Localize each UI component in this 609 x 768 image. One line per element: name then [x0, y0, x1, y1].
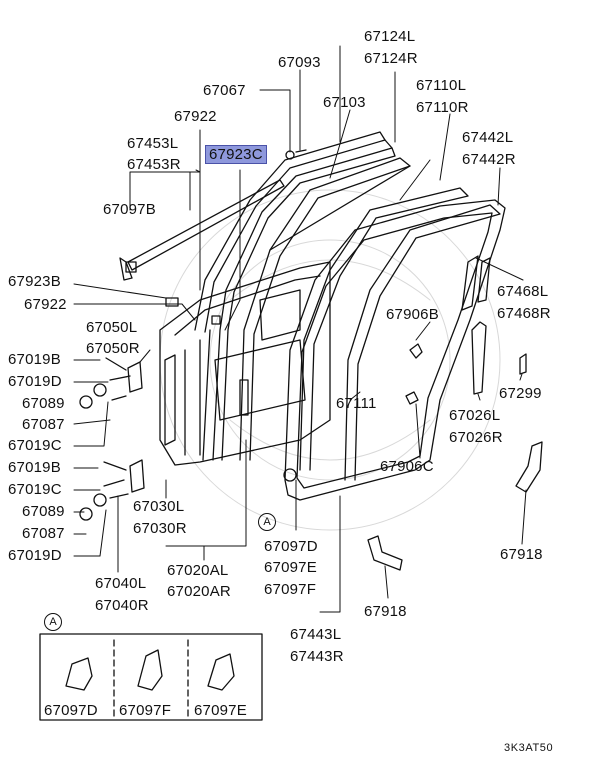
door-inner-panel — [159, 261, 331, 466]
part-number-67097f[interactable]: 67097F — [264, 581, 317, 598]
part-number-67453r[interactable]: 67453R — [127, 156, 181, 173]
part-number-67110l[interactable]: 67110L — [416, 77, 467, 94]
diagram-code: 3K3AT50 — [504, 742, 554, 754]
window-sash-frame — [194, 131, 396, 461]
part-number-67087-upper[interactable]: 67087 — [22, 416, 65, 433]
part-number-67923b[interactable]: 67923B — [8, 273, 61, 290]
part-number-67019c-lower[interactable]: 67019C — [8, 481, 62, 498]
part-number-67124r[interactable]: 67124R — [364, 50, 418, 67]
part-number-67443l[interactable]: 67443L — [290, 626, 342, 643]
small-clips — [165, 149, 307, 482]
part-number-67299[interactable]: 67299 — [499, 385, 542, 402]
part-number-67922-left[interactable]: 67922 — [24, 296, 67, 313]
part-number-67019b-upper[interactable]: 67019B — [8, 351, 61, 368]
door-hinges — [127, 361, 145, 493]
part-number-67922-top[interactable]: 67922 — [174, 108, 217, 125]
callout-a-marker: A — [258, 513, 276, 531]
part-number-67124l[interactable]: 67124L — [364, 28, 416, 45]
part-number-67050l[interactable]: 67050L — [86, 319, 138, 336]
part-number-67103[interactable]: 67103 — [323, 94, 366, 111]
part-number-67030l[interactable]: 67030L — [133, 498, 185, 515]
part-number-67026l[interactable]: 67026L — [449, 407, 501, 424]
part-number-67468r[interactable]: 67468R — [497, 305, 551, 322]
watermark-emblem — [159, 189, 501, 531]
rear-channel — [461, 255, 491, 311]
leader-lines — [73, 45, 527, 613]
part-number-67089-lower[interactable]: 67089 — [22, 503, 65, 520]
part-number-67111[interactable]: 67111 — [336, 395, 377, 412]
part-number-67453l[interactable]: 67453L — [127, 135, 179, 152]
part-number-67019d-upper[interactable]: 67019D — [8, 373, 62, 390]
clip-label-67097d[interactable]: 67097D — [44, 702, 98, 719]
part-number-67019c-upper[interactable]: 67019C — [8, 437, 62, 454]
part-number-67030r[interactable]: 67030R — [133, 520, 187, 537]
part-number-67020al[interactable]: 67020AL — [167, 562, 229, 579]
glass-run-channel — [239, 157, 501, 481]
part-number-67097b[interactable]: 67097B — [103, 201, 156, 218]
part-number-67040l[interactable]: 67040L — [95, 575, 147, 592]
part-number-67019d-lower[interactable]: 67019D — [8, 547, 62, 564]
belt-moulding — [119, 179, 285, 281]
part-number-67087-lower[interactable]: 67087 — [22, 525, 65, 542]
part-number-67040r[interactable]: 67040R — [95, 597, 149, 614]
part-number-67110r[interactable]: 67110R — [416, 99, 469, 116]
part-number-67019b-lower[interactable]: 67019B — [8, 459, 61, 476]
part-number-67050r[interactable]: 67050R — [86, 340, 140, 357]
part-number-67097d[interactable]: 67097D — [264, 538, 318, 555]
part-number-67906b[interactable]: 67906B — [386, 306, 439, 323]
part-number-67067[interactable]: 67067 — [203, 82, 246, 99]
part-number-67443r[interactable]: 67443R — [290, 648, 344, 665]
door-weatherstrip — [284, 199, 506, 501]
part-number-67097e[interactable]: 67097E — [264, 559, 317, 576]
part-number-67918-bottom[interactable]: 67918 — [364, 603, 407, 620]
bolts-washers — [79, 357, 131, 521]
part-number-67089-upper[interactable]: 67089 — [22, 395, 65, 412]
part-number-67442l[interactable]: 67442L — [462, 129, 514, 146]
clip-label-67097f[interactable]: 67097F — [119, 702, 172, 719]
part-number-67468l[interactable]: 67468L — [497, 283, 549, 300]
part-number-67026r[interactable]: 67026R — [449, 429, 503, 446]
callout-a-box-marker: A — [44, 613, 62, 631]
clip-label-67097e[interactable]: 67097E — [194, 702, 247, 719]
part-number-67020ar[interactable]: 67020AR — [167, 583, 231, 600]
part-number-67906c[interactable]: 67906C — [380, 458, 434, 475]
part-number-67918-right[interactable]: 67918 — [500, 546, 543, 563]
clip-detail-box — [39, 633, 263, 721]
door-check — [405, 321, 527, 405]
part-number-67093[interactable]: 67093 — [278, 54, 321, 71]
part-number-67923c-highlighted[interactable]: 67923C — [205, 145, 267, 164]
part-number-67442r[interactable]: 67442R — [462, 151, 516, 168]
